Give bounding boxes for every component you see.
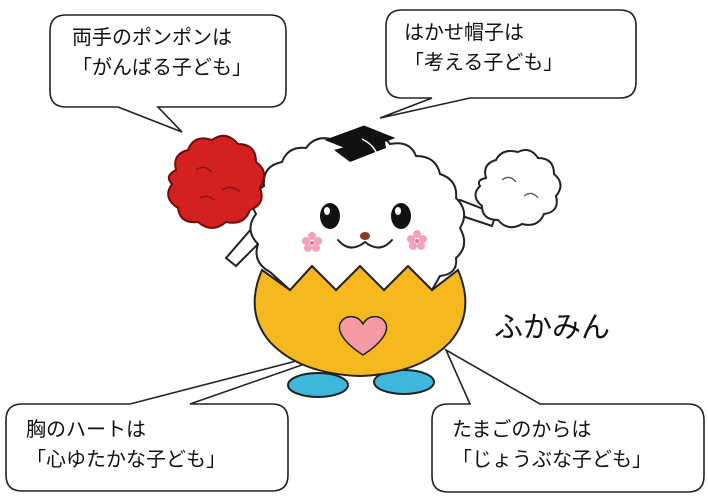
callout-pompom-line1: 両手のポンポンは xyxy=(72,25,232,49)
character-fukamin xyxy=(167,125,562,398)
mouth xyxy=(337,239,393,249)
nose xyxy=(360,232,370,240)
right-eye xyxy=(391,203,411,229)
callout-pompom-text: 両手のポンポンは 「がんばる子ども」 xyxy=(72,22,252,82)
callout-hat xyxy=(379,9,637,119)
callout-hat-line2: 「考える子ども」 xyxy=(404,50,564,74)
chest-heart xyxy=(338,315,388,356)
character-name: ふかみん xyxy=(494,310,611,344)
right-pompom-icon xyxy=(474,149,562,229)
callout-shell-shape xyxy=(431,348,705,493)
left-eye xyxy=(320,203,340,229)
callout-shell-line2: 「じょうぶな子ども」 xyxy=(452,447,652,471)
callout-pompom xyxy=(49,14,287,133)
callout-heart xyxy=(5,343,363,492)
graduation-cap-icon xyxy=(324,125,396,162)
callout-hat-line1: はかせ帽子は xyxy=(404,20,524,44)
callout-pompom-shape xyxy=(49,14,287,133)
left-foot xyxy=(287,372,349,398)
callout-hat-text: はかせ帽子は 「考える子ども」 xyxy=(404,17,563,77)
callout-hat-shape xyxy=(379,9,637,119)
callout-shell-line1: たまごのからは xyxy=(452,417,592,441)
callout-heart-line1: 胸のハートは xyxy=(26,417,146,441)
left-pompom-icon xyxy=(167,134,266,229)
callout-shell xyxy=(431,348,705,493)
callout-shell-text: たまごのからは 「じょうぶな子ども」 xyxy=(452,414,652,474)
callout-heart-text: 胸のハートは 「心ゆたかな子ども」 xyxy=(26,414,226,474)
callout-heart-shape xyxy=(5,343,363,492)
left-cheek-flower-icon xyxy=(302,232,322,252)
right-cheek-flower-icon xyxy=(407,230,427,250)
callout-heart-line2: 「心ゆたかな子ども」 xyxy=(26,447,226,471)
callout-pompom-line2: 「がんばる子ども」 xyxy=(72,55,252,79)
